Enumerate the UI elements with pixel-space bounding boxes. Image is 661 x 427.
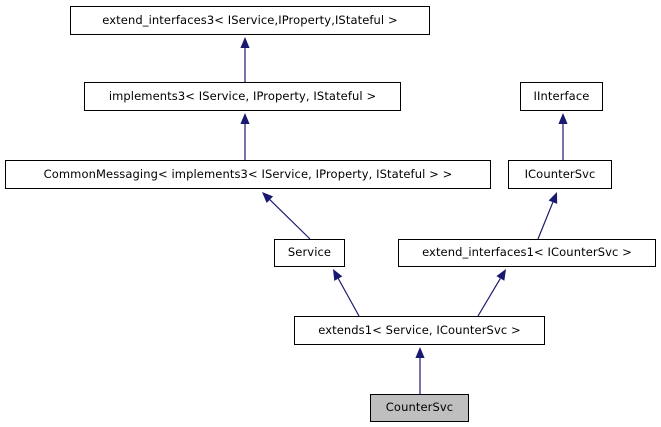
arrowhead-icon — [548, 192, 558, 204]
arrowhead-icon — [558, 113, 568, 124]
class-node-extend-interfaces1[interactable]: extend_interfaces1< ICounterSvc > — [398, 239, 656, 267]
inheritance-edge — [333, 269, 360, 317]
arrowhead-icon — [240, 113, 250, 124]
edge-line — [269, 199, 311, 240]
inheritance-edge — [262, 192, 311, 240]
class-node-iinterface[interactable]: IInterface — [520, 82, 603, 111]
class-node-label: extends1< Service, ICounterSvc > — [318, 322, 521, 337]
class-node-label: implements3< IService, IProperty, IState… — [108, 88, 377, 103]
class-node-label: IInterface — [533, 88, 590, 103]
arrowhead-icon — [496, 269, 506, 281]
class-node-extend-interfaces3[interactable]: extend_interfaces3< IService,IProperty,I… — [70, 6, 430, 35]
class-node-label: CommonMessaging< implements3< IService, … — [43, 166, 453, 181]
inheritance-edge — [240, 113, 250, 160]
inheritance-edge — [240, 37, 250, 82]
arrowhead-icon — [333, 269, 343, 281]
edge-line — [477, 278, 501, 317]
class-node-commonmessaging[interactable]: CommonMessaging< implements3< IService, … — [5, 160, 491, 189]
arrowhead-icon — [240, 37, 250, 48]
class-node-label: extend_interfaces3< IService,IProperty,I… — [102, 12, 398, 27]
arrowhead-icon — [262, 192, 274, 203]
arrowhead-icon — [415, 347, 425, 358]
class-node-countersvc[interactable]: CounterSvc — [370, 394, 469, 422]
edge-line — [537, 201, 554, 240]
class-node-label: ICounterSvc — [524, 166, 596, 181]
inheritance-edge — [558, 113, 568, 160]
inheritance-edge — [477, 269, 506, 317]
class-node-implements3[interactable]: implements3< IService, IProperty, IState… — [84, 82, 401, 111]
edge-line — [337, 278, 360, 317]
class-node-icountersvc[interactable]: ICounterSvc — [508, 160, 612, 189]
class-node-label: extend_interfaces1< ICounterSvc > — [422, 245, 632, 260]
class-node-label: CounterSvc — [385, 400, 454, 415]
inheritance-edge — [537, 192, 558, 240]
inheritance-edge — [415, 347, 425, 394]
class-node-label: Service — [287, 245, 332, 260]
class-node-service[interactable]: Service — [274, 239, 345, 267]
class-node-extends1[interactable]: extends1< Service, ICounterSvc > — [294, 316, 545, 345]
